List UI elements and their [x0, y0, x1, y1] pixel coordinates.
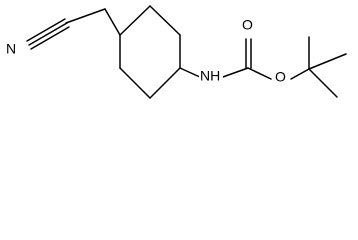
bond-tert-c-methyl-right: [308, 53, 347, 70]
bond-ch2-cn: [65, 8, 106, 24]
amine-nh-label-bg: [199, 68, 223, 86]
bond-ring-c4-c5: [149, 67, 181, 99]
bond-ring-c1-c2: [119, 5, 151, 36]
bond-ring-nh: [179, 67, 203, 79]
bond-tert-c-methyl-bottom: [308, 68, 338, 98]
bond-ring-c5-c6: [119, 67, 151, 99]
bond-carbonyl-c-ester-o: [247, 67, 272, 80]
bond-nh-carbonyl-c: [219, 67, 249, 79]
nitrile-n-label-bg: [5, 42, 20, 59]
bond-ester-o-tert-c: [290, 68, 310, 80]
nitrile-n-label: N: [6, 41, 16, 57]
bond-nitrile-triple-1: [30, 26, 70, 50]
bond-nitrile-triple-3: [26, 18, 66, 42]
bond-ring-ch2: [104, 8, 121, 36]
carbonyl-o-label: O: [242, 17, 253, 33]
amine-nh-label: NH: [200, 68, 220, 84]
bond-nitrile-triple-2: [28, 22, 68, 46]
molecule-structure: N NH O O: [5, 5, 347, 99]
carbonyl-o-label-bg: [240, 18, 256, 35]
ester-o-label: O: [275, 69, 286, 85]
ester-o-label-bg: [272, 70, 290, 87]
bond-ring-c2-c3: [149, 5, 181, 36]
